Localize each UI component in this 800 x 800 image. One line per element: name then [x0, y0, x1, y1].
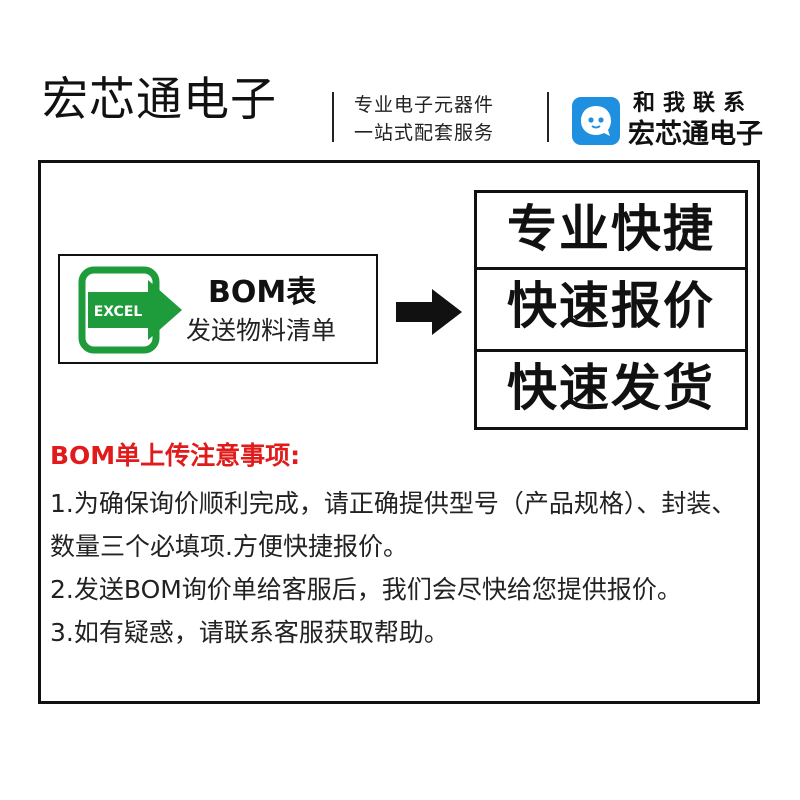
bom-card: EXCEL BOM表 发送物料清单 — [58, 254, 378, 364]
note-item: 1.为确保询价顺利完成，请正确提供型号（产品规格）、封装、数量三个必填项.方便快… — [50, 489, 737, 561]
tagline-line-1: 专业电子元器件 — [354, 94, 495, 116]
excel-label: EXCEL — [94, 304, 143, 320]
excel-arrow-icon: EXCEL — [78, 266, 182, 354]
chat-bubble-icon[interactable] — [572, 97, 620, 145]
notes-list: 1.为确保询价顺利完成，请正确提供型号（产品规格）、封装、数量三个必填项.方便快… — [50, 482, 750, 654]
header-divider — [332, 92, 334, 142]
right-arrow-icon — [396, 289, 462, 335]
note-item: 2.发送BOM询价单给客服后，我们会尽快给您提供报价。 — [50, 575, 682, 604]
feature-item: 专业快捷 — [474, 190, 748, 270]
feature-item: 快速报价 — [474, 270, 748, 352]
tagline: 专业电子元器件 一站式配套服务 — [354, 91, 494, 147]
feature-list: 专业快捷 快速报价 快速发货 — [474, 190, 748, 430]
note-item: 3.如有疑惑，请联系客服获取帮助。 — [50, 618, 449, 647]
brand-name: 宏芯通电子 — [42, 72, 277, 126]
bom-title: BOM表 — [208, 275, 317, 310]
contact-brand: 宏芯通电子 — [628, 119, 763, 150]
info-panel — [38, 160, 760, 704]
bom-subtitle: 发送物料清单 — [186, 316, 337, 345]
tagline-line-2: 一站式配套服务 — [354, 122, 495, 144]
header-divider — [547, 92, 549, 142]
contact-title[interactable]: 和我联系 — [633, 91, 754, 116]
notes-heading: BOM单上传注意事项: — [50, 441, 301, 470]
feature-item: 快速发货 — [474, 352, 748, 430]
